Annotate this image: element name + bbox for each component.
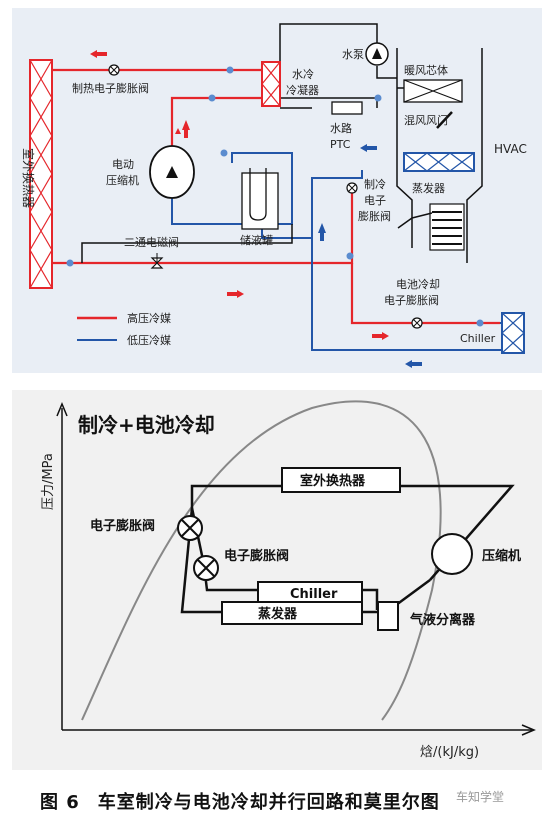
figure-number: 图 6 bbox=[40, 792, 80, 813]
chiller-box-label: Chiller bbox=[290, 587, 338, 602]
outdoor-heat-exchanger bbox=[29, 59, 53, 289]
exv-2-label: 电子膨胀阀 bbox=[224, 548, 289, 564]
legend-low-label: 低压冷媒 bbox=[127, 334, 171, 347]
water-cooled-condenser bbox=[261, 61, 281, 107]
outdoor-hx-box bbox=[281, 467, 401, 493]
chiller bbox=[501, 312, 525, 354]
system-schematic-panel: 室外换热器 水冷 冷凝器 水泵 水路 PTC bbox=[12, 8, 542, 373]
hvac-box bbox=[396, 48, 483, 263]
cooling-exv-label-3: 膨胀阀 bbox=[358, 209, 391, 223]
water-pump bbox=[365, 42, 389, 66]
water-ptc-label-1: 水路 bbox=[330, 122, 352, 135]
electric-compressor bbox=[149, 145, 195, 199]
evaporator bbox=[403, 152, 475, 172]
outdoor-hx-label: 室外换热器 bbox=[21, 148, 36, 208]
compressor-label-2: 压缩机 bbox=[106, 173, 139, 187]
heating-exv bbox=[108, 64, 120, 76]
battery-exv-label-1: 电池冷却 bbox=[396, 278, 440, 291]
evaporator-box-label: 蒸发器 bbox=[258, 606, 298, 622]
blower bbox=[397, 203, 465, 251]
evaporator-label: 蒸发器 bbox=[412, 181, 445, 195]
condenser-label-1: 水冷 bbox=[292, 68, 314, 81]
outdoor-hx-box-label: 室外换热器 bbox=[300, 473, 366, 489]
compressor-symbol-label: 压缩机 bbox=[482, 548, 521, 564]
battery-exv-label-2: 电子膨胀阀 bbox=[384, 293, 439, 307]
low-pressure-lines bbox=[171, 152, 518, 351]
flow-arrows bbox=[90, 50, 422, 368]
solenoid-valve bbox=[150, 253, 164, 269]
system-schematic: 室外换热器 水冷 冷凝器 水泵 水路 PTC bbox=[21, 23, 527, 368]
figure-caption-text: 车室制冷与电池冷却并行回路和莫里尔图 bbox=[97, 792, 440, 813]
water-ptc bbox=[331, 101, 363, 115]
axes bbox=[56, 402, 536, 736]
mollier-diagram-panel: 压力/MPa 焓/(kJ/kg) 制冷+电池冷却 室外换热器 电子膨胀阀 电子膨… bbox=[12, 390, 542, 770]
battery-exv bbox=[411, 317, 423, 329]
water-ptc-label-2: PTC bbox=[330, 138, 351, 151]
evaporator-box bbox=[221, 601, 363, 625]
sensor-dots bbox=[66, 66, 484, 327]
cooling-exv-label-2: 电子 bbox=[364, 194, 386, 207]
accumulator-label: 储液罐 bbox=[240, 233, 273, 247]
exv-1-label: 电子膨胀阀 bbox=[90, 518, 155, 534]
mode-door bbox=[436, 111, 453, 129]
condenser-label-2: 冷凝器 bbox=[286, 83, 319, 97]
accumulator bbox=[241, 168, 279, 230]
compressor-symbol bbox=[431, 533, 473, 575]
chiller-label: Chiller bbox=[460, 332, 496, 345]
separator-box bbox=[377, 601, 399, 631]
water-pump-label: 水泵 bbox=[342, 48, 364, 61]
mollier-diagram: 压力/MPa 焓/(kJ/kg) 制冷+电池冷却 室外换热器 电子膨胀阀 电子膨… bbox=[41, 400, 536, 760]
mode-door-label: 混风风门 bbox=[404, 113, 448, 127]
heater-core bbox=[403, 79, 463, 103]
separator-box-label: 气液分离器 bbox=[410, 612, 476, 628]
heater-core-label: 暖风芯体 bbox=[404, 63, 448, 77]
cooling-exv bbox=[346, 182, 358, 194]
cooling-exv-label-1: 制冷 bbox=[364, 178, 386, 191]
saturation-dome bbox=[81, 400, 442, 721]
heating-exv-label: 制热电子膨胀阀 bbox=[72, 81, 149, 95]
compressor-label-1: 电动 bbox=[112, 158, 134, 171]
y-axis-label: 压力/MPa bbox=[41, 453, 56, 510]
x-axis-label: 焓/(kJ/kg) bbox=[420, 744, 479, 760]
exv-1 bbox=[177, 515, 203, 541]
watermark: 车知学堂 bbox=[456, 790, 505, 804]
hvac-label: HVAC bbox=[494, 142, 527, 156]
solenoid-valve-label: 二通电磁阀 bbox=[124, 235, 179, 249]
legend-high-label: 高压冷媒 bbox=[127, 311, 171, 325]
diagram-title: 制冷+电池冷却 bbox=[78, 413, 215, 437]
exv-2 bbox=[193, 555, 219, 581]
figure-caption: 图 6 车室制冷与电池冷却并行回路和莫里尔图 bbox=[40, 788, 440, 814]
legend: 高压冷媒 低压冷媒 bbox=[77, 311, 171, 347]
